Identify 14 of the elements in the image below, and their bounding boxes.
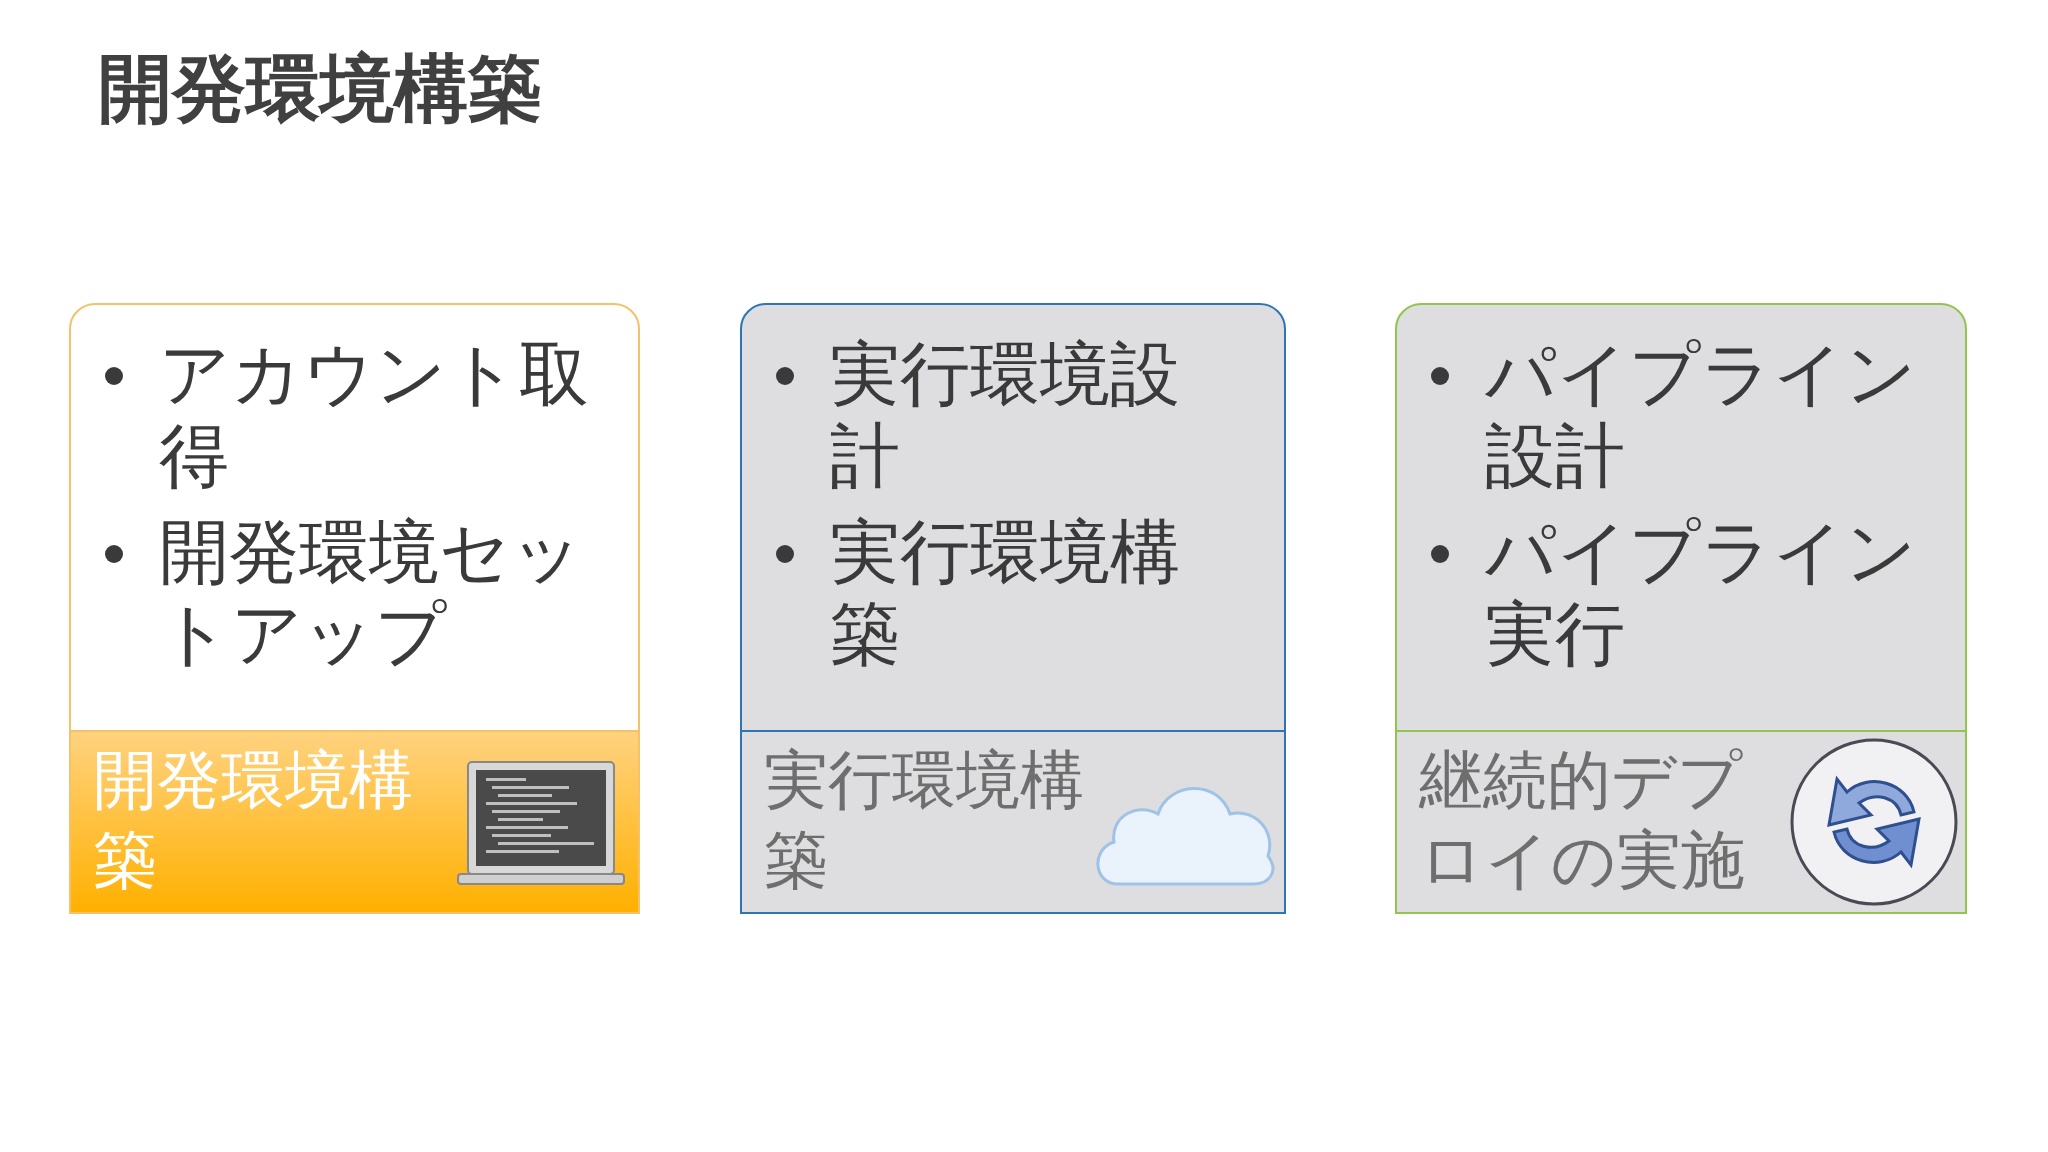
card xyxy=(69,303,640,914)
band-title: 実行環境構築 xyxy=(764,742,1085,899)
band-title: 継続的デプロイの実施 xyxy=(1419,742,1746,899)
bullet-text: 実行環境構築 xyxy=(830,511,1180,675)
label-band xyxy=(69,730,640,914)
card xyxy=(1395,303,1967,914)
band-title: 開発環境構築 xyxy=(93,742,414,899)
slide-title: 開発環境構築 xyxy=(98,44,542,133)
bullet-text: 実行環境設計 xyxy=(830,333,1180,497)
bullet-text: 開発環境セットアップ xyxy=(159,511,583,675)
bullet-text: パイプライン実行 xyxy=(1485,511,1917,675)
bullet-text: アカウント取得 xyxy=(159,333,589,497)
bullet-text: パイプライン設計 xyxy=(1485,333,1917,497)
card xyxy=(740,303,1286,914)
